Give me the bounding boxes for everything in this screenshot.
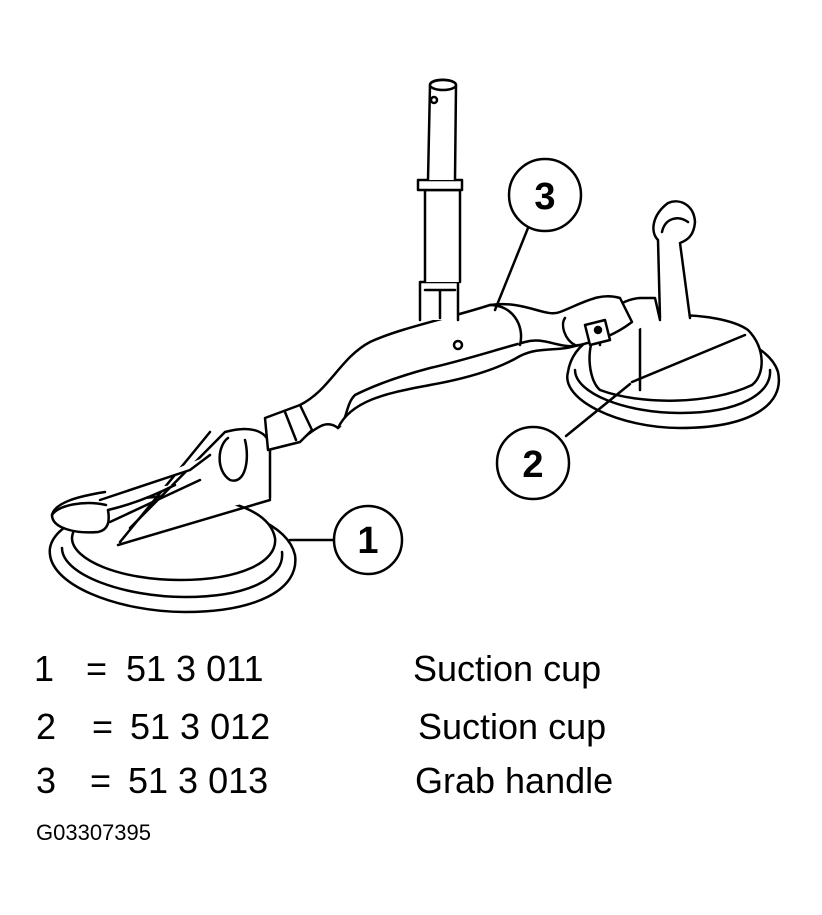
suction-cup-tool-illustration: 1 2 3 <box>48 78 781 614</box>
callout-2-number: 2 <box>522 444 543 486</box>
legend-equals: = <box>92 706 114 747</box>
legend-part-number: 51 3 011 <box>126 648 264 689</box>
legend-description: Suction cup <box>418 706 607 747</box>
legend-number: 1 <box>34 648 55 689</box>
legend-row-2: 2 = 51 3 012 Suction cup <box>0 706 822 756</box>
legend-part-number: 51 3 012 <box>130 706 271 747</box>
callout-1-number: 1 <box>357 520 378 562</box>
callout-3: 3 <box>493 157 583 312</box>
legend-part-number: 51 3 013 <box>128 760 269 801</box>
legend-equals: = <box>86 648 108 689</box>
legend-equals: = <box>90 760 112 801</box>
legend-description: Grab handle <box>415 760 614 801</box>
legend-row-3: 3 = 51 3 013 Grab handle <box>0 760 822 810</box>
legend-number: 2 <box>36 706 57 747</box>
callout-2: 2 <box>495 382 632 501</box>
suction-cup-left <box>48 427 297 614</box>
legend-number: 3 <box>36 760 57 801</box>
callout-1: 1 <box>288 504 404 576</box>
legend-row-1: 1 = 51 3 011 Suction cup <box>0 648 822 698</box>
callout-3-number: 3 <box>534 176 555 218</box>
figure-code: G03307395 <box>36 820 151 845</box>
grab-handle <box>263 78 634 452</box>
legend-description: Suction cup <box>413 648 602 689</box>
